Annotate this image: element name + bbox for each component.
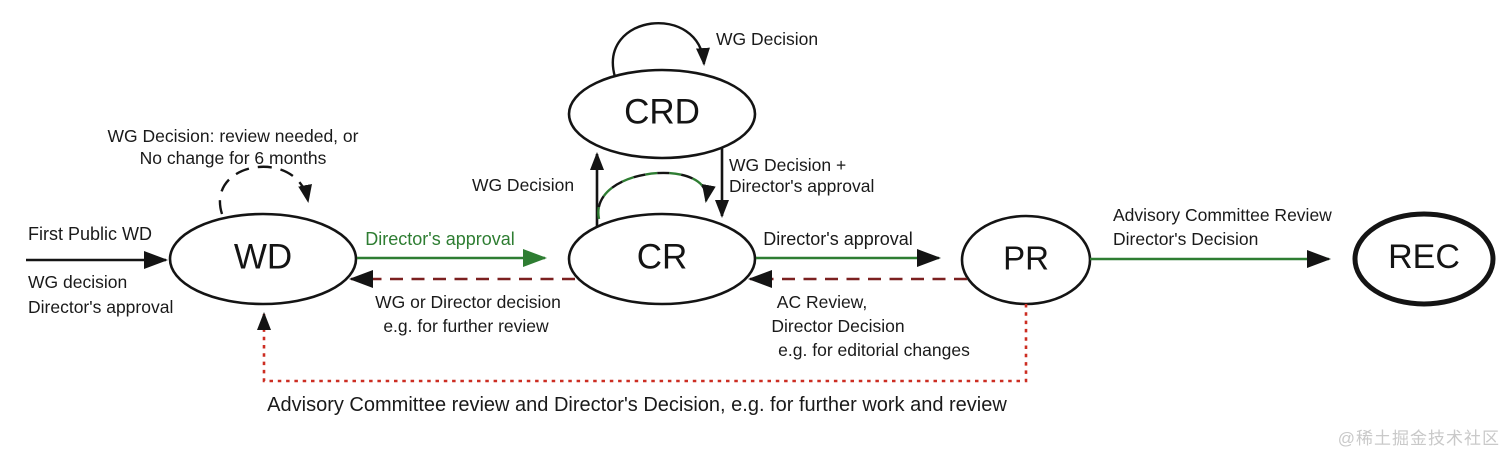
label-first-public-sub1: WG decision bbox=[28, 272, 128, 292]
label-cr-to-pr: Director's approval bbox=[763, 229, 913, 249]
edge-pr-to-wd-dotted-loop bbox=[257, 304, 1028, 383]
node-rec-label: REC bbox=[1388, 237, 1460, 276]
label-wd-to-cr: Director's approval bbox=[365, 229, 515, 249]
label-cr-to-wd-line2: e.g. for further review bbox=[383, 316, 549, 336]
edge-wd-self-loop bbox=[218, 165, 312, 215]
label-crd-to-cr-line1: WG Decision + bbox=[729, 155, 847, 175]
node-cr-ellipse bbox=[567, 212, 757, 306]
node-cr-label: CR bbox=[636, 237, 688, 277]
node-crd-label: CRD bbox=[624, 92, 700, 132]
label-wd-self-line1: WG Decision: review needed, or bbox=[107, 126, 359, 146]
edge-crd-self-loop bbox=[611, 21, 710, 78]
label-pr-to-cr-line3: e.g. for editorial changes bbox=[778, 340, 970, 360]
node-crd-ellipse bbox=[567, 68, 757, 160]
node-wd-ellipse bbox=[168, 212, 358, 306]
label-first-public-sub2: Director's approval bbox=[28, 297, 174, 317]
node-wd-label: WD bbox=[233, 237, 293, 277]
edge-cr-self-loop-black bbox=[597, 171, 716, 220]
label-pr-to-rec-line1: Advisory Committee Review bbox=[1113, 205, 1332, 225]
label-crd-to-cr-line2: Director's approval bbox=[729, 176, 875, 196]
edge-cr-self-loop-green bbox=[597, 171, 708, 220]
node-rec-ellipse bbox=[1352, 211, 1496, 307]
label-pr-to-cr-line2: Director Decision bbox=[771, 316, 905, 336]
label-pr-to-wd-caption: Advisory Committee review and Director's… bbox=[267, 394, 1007, 416]
label-first-public-wd: First Public WD bbox=[28, 224, 153, 244]
label-cr-to-crd: WG Decision bbox=[471, 175, 575, 195]
label-pr-to-cr-line1: AC Review, bbox=[776, 292, 868, 312]
node-pr-label: PR bbox=[1003, 239, 1049, 277]
watermark-text: @稀土掘金技术社区 bbox=[1337, 429, 1500, 448]
label-wd-self-line2: No change for 6 months bbox=[139, 148, 327, 168]
label-pr-to-rec-line2: Director's Decision bbox=[1113, 229, 1259, 249]
label-cr-to-wd-line1: WG or Director decision bbox=[375, 292, 561, 312]
label-crd-self: WG Decision bbox=[716, 29, 819, 49]
